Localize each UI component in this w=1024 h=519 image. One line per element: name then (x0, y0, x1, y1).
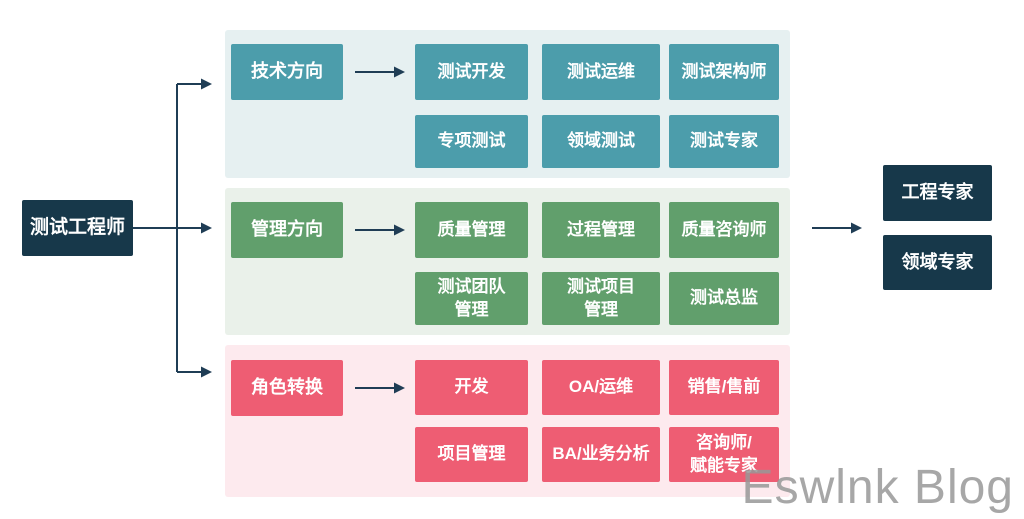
node-quality-consultant: 质量咨询师 (669, 202, 779, 258)
node-test-development: 测试开发 (415, 44, 528, 100)
node-test-expert: 测试专家 (669, 115, 779, 168)
node-consultant-enablement-expert: 咨询师/ 赋能专家 (669, 427, 779, 482)
node-special-testing: 专项测试 (415, 115, 528, 168)
node-technical-direction: 技术方向 (231, 44, 343, 100)
node-development: 开发 (415, 360, 528, 415)
node-ba-business-analysis: BA/业务分析 (542, 427, 660, 482)
node-oa-operations: OA/运维 (542, 360, 660, 415)
node-test-project-management: 测试项目 管理 (542, 272, 660, 325)
node-test-director: 测试总监 (669, 272, 779, 325)
node-test-engineer: 测试工程师 (22, 200, 133, 256)
node-process-management: 过程管理 (542, 202, 660, 258)
node-quality-management: 质量管理 (415, 202, 528, 258)
node-test-architect: 测试架构师 (669, 44, 779, 100)
node-project-management: 项目管理 (415, 427, 528, 482)
node-domain-expert: 领域专家 (883, 235, 992, 290)
node-role-change: 角色转换 (231, 360, 343, 416)
node-test-team-management: 测试团队 管理 (415, 272, 528, 325)
watermark-text: Eswlnk Blog (741, 461, 1014, 514)
node-test-operations: 测试运维 (542, 44, 660, 100)
node-domain-testing: 领域测试 (542, 115, 660, 168)
node-sales-presales: 销售/售前 (669, 360, 779, 415)
node-management-direction: 管理方向 (231, 202, 343, 258)
node-engineering-expert: 工程专家 (883, 165, 992, 221)
